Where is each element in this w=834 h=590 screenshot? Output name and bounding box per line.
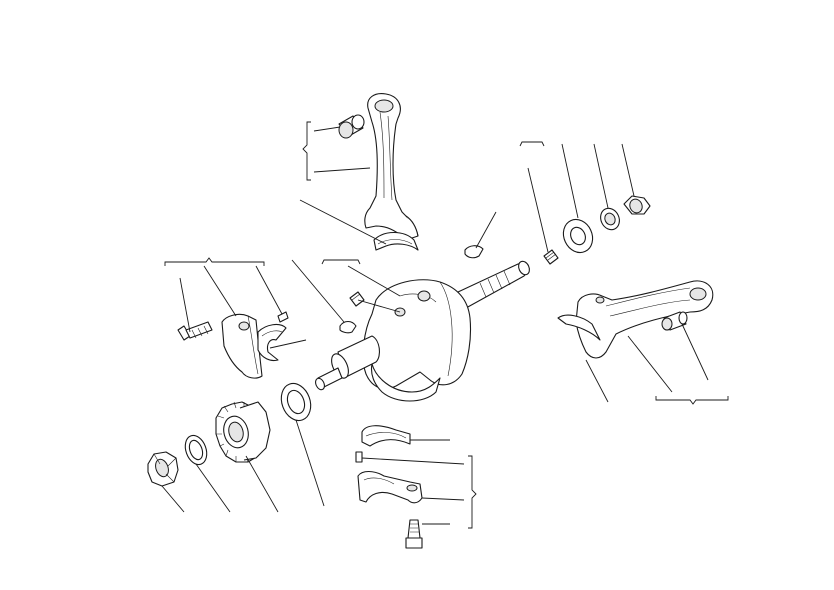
thrust-washer-left bbox=[280, 382, 325, 507]
small-end-bush bbox=[338, 114, 365, 139]
big-end-bearing-shell-lower bbox=[557, 314, 673, 403]
gear-nut bbox=[147, 451, 185, 513]
thrust-washer-right bbox=[561, 143, 594, 254]
bracket-upper-rod bbox=[302, 121, 371, 181]
crankshaft bbox=[315, 260, 530, 402]
bearing-shell-lower bbox=[361, 425, 450, 447]
dowel-lower bbox=[355, 451, 465, 465]
nut-right bbox=[621, 143, 651, 215]
plug-center bbox=[321, 259, 401, 313]
woodruff-key-right bbox=[464, 211, 497, 259]
upper-connecting-rod bbox=[364, 93, 419, 241]
woodruff-key-center bbox=[291, 259, 357, 334]
timing-gear bbox=[215, 401, 279, 513]
bolt-lower bbox=[405, 519, 450, 549]
bracket-lower-rod bbox=[655, 396, 729, 405]
bearing-shell-left bbox=[257, 323, 307, 362]
dowel-pin-right bbox=[519, 141, 559, 265]
dowel-left bbox=[255, 265, 289, 323]
lock-washer bbox=[184, 434, 231, 513]
bracket-left-group bbox=[164, 257, 265, 266]
bolt-left bbox=[177, 277, 213, 341]
main-bearing-cap-left bbox=[203, 265, 263, 379]
big-end-bearing-shell-upper bbox=[299, 199, 419, 251]
bracket-lower-group bbox=[468, 455, 477, 529]
bearing-cap-lower bbox=[357, 470, 465, 504]
small-end-bush-lower bbox=[661, 311, 709, 381]
lower-connecting-rod bbox=[575, 280, 714, 359]
spacer-ring-right bbox=[593, 143, 620, 231]
